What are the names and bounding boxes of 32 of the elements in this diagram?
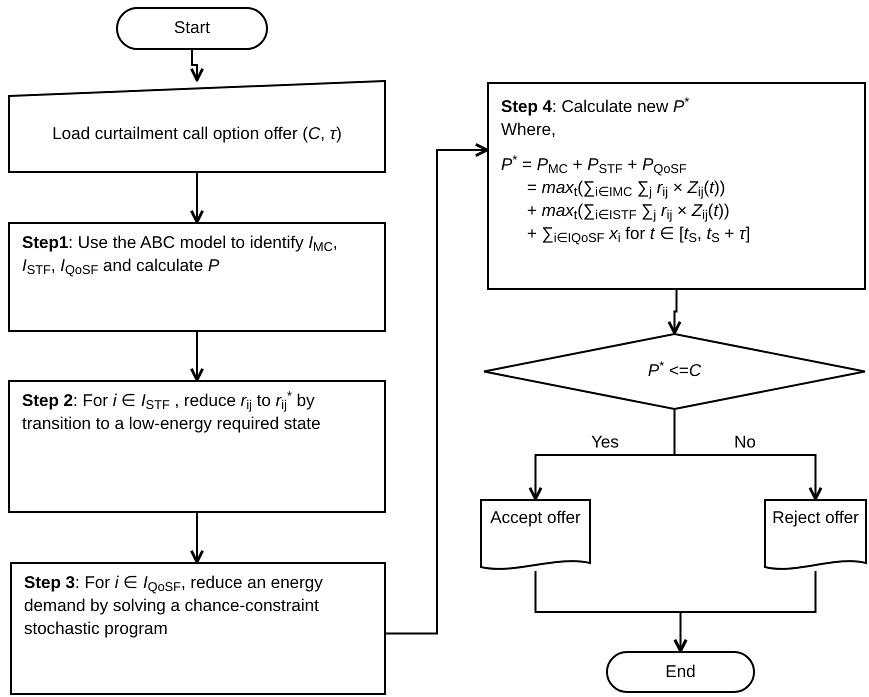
edge-label: Yes bbox=[589, 434, 621, 450]
node-text: P$^{*}$ = P$_{MC}$ + P$_{STF}$ + P$_{QoSF}$ bbox=[501, 154, 688, 177]
node-text: Accept offer bbox=[489, 507, 582, 529]
node-text: + ∑$_{i∈I}$$_{QoSF}$ x$_{i}$ for t ∈ [t$_{S}$, t$_{S}$ + τ] bbox=[527, 222, 752, 246]
decision-diamond bbox=[483, 333, 866, 410]
node-text: Step 3: For i ∈ I$_{QoSF}$, reduce an energy demand by solving a chance-constraint stochastic program bbox=[24, 572, 324, 640]
node-text: Load curtailment call option offer (C, τ) bbox=[52, 123, 342, 146]
process-box bbox=[8, 380, 386, 513]
terminal-box bbox=[116, 7, 268, 50]
node-text: Step1: Use the ABC model to identify I$_{MC}$, I$_{STF}$, I$_{QoSF}$ and calculate P bbox=[22, 232, 339, 278]
node-text: Step 4: Calculate new P$^{*}$ bbox=[501, 96, 690, 118]
terminal-box bbox=[606, 651, 755, 693]
process-box bbox=[10, 562, 386, 695]
node-text: Reject offer bbox=[771, 507, 860, 529]
process-box bbox=[8, 222, 386, 332]
node-text: Start bbox=[174, 17, 210, 40]
node-text: Where, bbox=[501, 118, 557, 141]
node-text: + max$_{t}$(∑$_{i∈I}$$_{STF}$ ∑$_{j}$ r$_{ij}$ × Z$_{ij}$(t)) bbox=[527, 200, 731, 223]
process-box bbox=[487, 82, 866, 290]
arrow bbox=[674, 410, 822, 500]
node-text: Step 2: For i ∈ I$_{STF}$ , reduce r$_{ij}$ to r$_{ij}$$^{*}$ by transition to a low-energy required state bbox=[22, 390, 322, 435]
manual-input-box bbox=[8, 80, 386, 173]
arrow bbox=[190, 173, 204, 224]
node-text: = max$_{t}$(∑$_{i∈I}$$_{MC}$ ∑$_{j}$ r$_{ij}$ × Z$_{ij}$(t)) bbox=[527, 176, 726, 200]
node-text: End bbox=[665, 660, 696, 683]
node-text: P$^{*}$ <=C bbox=[648, 360, 702, 382]
arrow bbox=[190, 50, 204, 82]
arrow bbox=[386, 143, 488, 634]
arrow bbox=[190, 332, 204, 382]
arrow bbox=[668, 290, 682, 334]
arrow bbox=[674, 571, 816, 652]
arrow bbox=[190, 513, 204, 564]
